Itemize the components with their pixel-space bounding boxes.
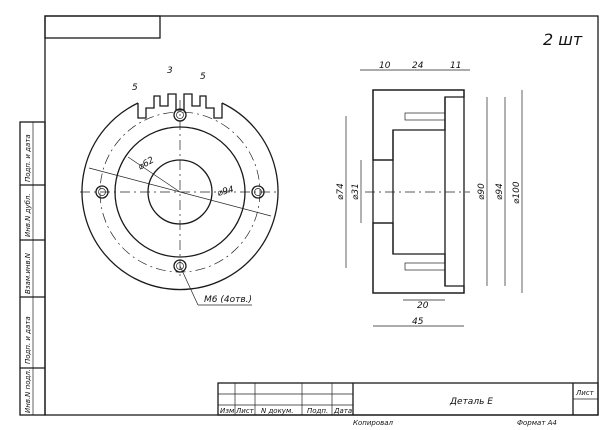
col-list: Лист bbox=[235, 407, 255, 415]
col-doc: N докум. bbox=[261, 407, 293, 415]
dia-94: ⌀94 bbox=[216, 185, 235, 199]
dia-100: ⌀100 bbox=[512, 181, 522, 204]
bolt-holes bbox=[95, 108, 265, 273]
dim-24: 24 bbox=[412, 61, 424, 71]
side-label-dup-inv: Инв.N дубл. bbox=[24, 193, 32, 237]
dim-20: 20 bbox=[417, 301, 429, 311]
title-block: Изм Лист N докум. Подп. Дата Деталь Е Ли… bbox=[217, 382, 599, 416]
section-view: 10 24 11 ⌀74 ⌀31 ⌀90 ⌀94 ⌀100 20 45 bbox=[336, 61, 523, 327]
dia-62: ⌀62 bbox=[137, 155, 157, 172]
side-strip: Подп. и дата Инв.N дубл. Взам.инв.N Подп… bbox=[19, 121, 46, 416]
hole-callout: M6 (4отв.) bbox=[204, 295, 252, 305]
front-view: 5 3 5 ⌀62 ⌀94 M6 (4отв.) bbox=[80, 66, 280, 306]
quantity-label: 2 шт bbox=[543, 30, 583, 49]
col-sign: Подп. bbox=[307, 407, 328, 415]
dim-11: 11 bbox=[450, 61, 461, 71]
side-label-sign-date-2: Подп. и дата bbox=[24, 316, 32, 364]
slot-dim-1: 5 bbox=[132, 83, 138, 93]
format-label: Формат А4 bbox=[517, 419, 557, 427]
side-label-sign-date-1: Подп. и дата bbox=[24, 134, 32, 182]
dia-94-section: ⌀94 bbox=[495, 183, 505, 200]
dia-74: ⌀74 bbox=[336, 183, 346, 200]
slot-dim-2: 3 bbox=[167, 66, 173, 76]
drawing-frame bbox=[20, 15, 599, 416]
copied-label: Копировал bbox=[353, 419, 394, 427]
dia-31: ⌀31 bbox=[351, 183, 361, 200]
col-izm: Изм bbox=[220, 407, 235, 415]
dim-45: 45 bbox=[412, 317, 424, 327]
sheet-label: Лист bbox=[575, 389, 595, 397]
side-label-replace-inv: Взам.инв.N bbox=[24, 252, 32, 294]
dim-10: 10 bbox=[379, 61, 391, 71]
part-name: Деталь Е bbox=[449, 397, 493, 407]
dia-90: ⌀90 bbox=[477, 183, 487, 200]
col-date: Дата bbox=[333, 407, 352, 415]
side-label-orig-inv: Инв.N подл. bbox=[24, 369, 32, 413]
slot-dim-3: 5 bbox=[200, 72, 206, 82]
